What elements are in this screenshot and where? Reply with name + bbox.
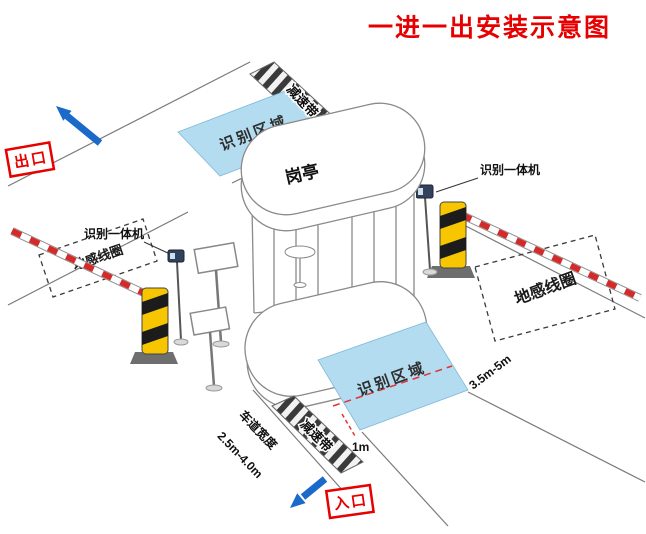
barrier-post-stripe	[142, 293, 168, 315]
entrance-label-box	[324, 483, 376, 520]
booth-roof-top	[240, 102, 426, 216]
ground-coil-exit	[38, 218, 158, 298]
barrier-gate-entrance-base	[427, 266, 475, 278]
camera-pole	[424, 196, 431, 271]
road-line-right-upper	[457, 221, 646, 319]
entrance-label: 入口	[333, 492, 369, 514]
speed-bump-bottom	[271, 395, 364, 474]
sign-board-2-base	[205, 384, 223, 392]
road-line-right-lower	[467, 391, 646, 483]
sign-board-panel	[189, 306, 231, 336]
barrier-post-stripe	[142, 323, 168, 345]
sign-board-1	[193, 241, 239, 275]
camera-pole	[176, 261, 182, 341]
exit-label-box	[4, 140, 56, 179]
recognition-machine-exit	[167, 249, 189, 346]
booth-left-edge	[251, 205, 255, 314]
ground-coil-entrance-label: 地感线圈	[512, 269, 579, 309]
barrier-arm-exit-stripes	[10, 228, 150, 298]
road-line-entrance-left	[252, 389, 345, 493]
road-line-entrance-right	[361, 431, 449, 527]
recognition-machine-exit-label: 识别一体机	[84, 226, 144, 241]
exit-arrow-shaft	[64, 113, 103, 146]
leader-line-exit-machine	[143, 241, 171, 255]
ground-coil-entrance	[474, 234, 616, 342]
exit-marker: 出口	[4, 106, 103, 179]
barrier-gate-entrance	[427, 201, 475, 278]
barrier-post-stripe	[440, 237, 466, 259]
camera-lens	[418, 188, 423, 195]
barrier-gate-exit	[130, 287, 178, 364]
dimension-coil-to-barrier: 3.5m-5m	[466, 352, 513, 392]
leader-line-entrance-machine	[435, 177, 479, 193]
recognition-machine-entrance-label: 识别一体机	[480, 162, 540, 177]
camera-base	[422, 268, 438, 276]
camera-base	[173, 338, 189, 346]
page-title: 一进一出安装示意图	[368, 13, 611, 42]
entrance-marker: 入口	[290, 476, 376, 520]
entrance-arrow-shaft	[300, 476, 328, 500]
booth-table-foot	[293, 282, 307, 288]
camera-lens	[170, 253, 175, 259]
barrier-arm-entrance	[460, 211, 642, 302]
zone-offset-line	[341, 413, 356, 437]
booth-table	[284, 245, 316, 259]
exit-label: 出口	[13, 148, 50, 172]
barrier-arm-exit	[10, 227, 150, 299]
sign-board-panel	[193, 241, 239, 275]
exit-arrow-icon	[56, 106, 72, 121]
entrance-arrow-icon	[290, 493, 306, 508]
sign-board-1-base	[212, 340, 230, 348]
recognition-zone-entrance	[317, 321, 469, 431]
barrier-post-stripe	[440, 207, 466, 229]
recognition-machine-entrance	[415, 184, 438, 276]
sign-board-2	[189, 306, 231, 336]
barrier-arm-entrance-stripes	[460, 212, 642, 301]
barrier-gate-exit-base	[130, 352, 178, 364]
sign-board-2-pole	[208, 331, 216, 387]
zone-measure-line	[332, 365, 453, 407]
road-line-exit-lower	[7, 211, 189, 306]
dimension-zone-offset: 1m	[352, 440, 369, 454]
